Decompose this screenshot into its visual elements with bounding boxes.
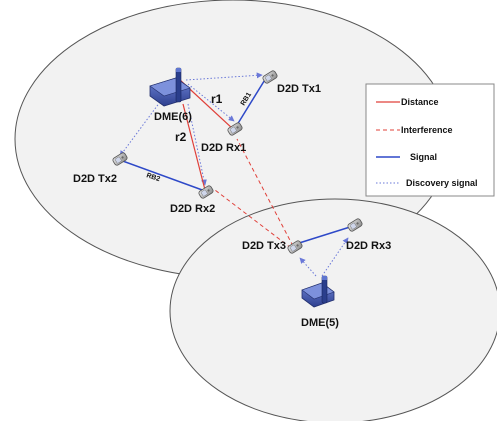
discovery-dme5-rx3 — [321, 237, 349, 277]
distance-r2 — [182, 103, 206, 191]
legend-label-signal: Signal — [410, 152, 437, 162]
cell-lower — [169, 198, 497, 421]
signal-tx2-rx2 — [119, 159, 206, 192]
tx3-label: D2D Tx3 — [242, 240, 286, 252]
legend-item-signal: Signal — [376, 152, 437, 162]
signal-tx3-rx3 — [295, 226, 351, 245]
discovery-dme6-tx1 — [185, 72, 263, 81]
dme5-label: DME(5) — [301, 317, 339, 329]
legend-item-interference: Interference — [376, 125, 453, 135]
discovery-dme6-tx2 — [119, 101, 161, 157]
legend-item-discovery: Discovery signal — [376, 178, 478, 188]
legend-label-interference: Interference — [401, 125, 453, 135]
legend-label-discovery: Discovery signal — [406, 178, 478, 188]
legend-label-distance: Distance — [401, 97, 439, 107]
rx2-label: D2D Rx2 — [170, 203, 215, 215]
interference-tx3-rx1 — [236, 138, 294, 247]
legend: Distance Interference Signal Discovery s… — [365, 83, 495, 197]
discovery-dme5-tx3 — [299, 257, 317, 277]
dme5-station — [301, 275, 335, 308]
dme6-label: DME(6) — [154, 111, 192, 123]
rx1-label: D2D Rx1 — [201, 142, 246, 154]
signal-tx1-rx1 — [236, 77, 267, 126]
rb2-label: RB2 — [145, 172, 161, 183]
discovery-dme6-rx1 — [187, 83, 235, 122]
rx3-label: D2D Rx3 — [346, 240, 391, 252]
r2-label: r2 — [175, 130, 187, 144]
tx1-label: D2D Tx1 — [277, 83, 321, 95]
r1-label: r1 — [211, 92, 223, 106]
tx2-label: D2D Tx2 — [73, 173, 117, 185]
interference-tx3-rx2 — [214, 189, 292, 249]
legend-item-distance: Distance — [376, 97, 439, 107]
dme6-station — [149, 67, 191, 107]
